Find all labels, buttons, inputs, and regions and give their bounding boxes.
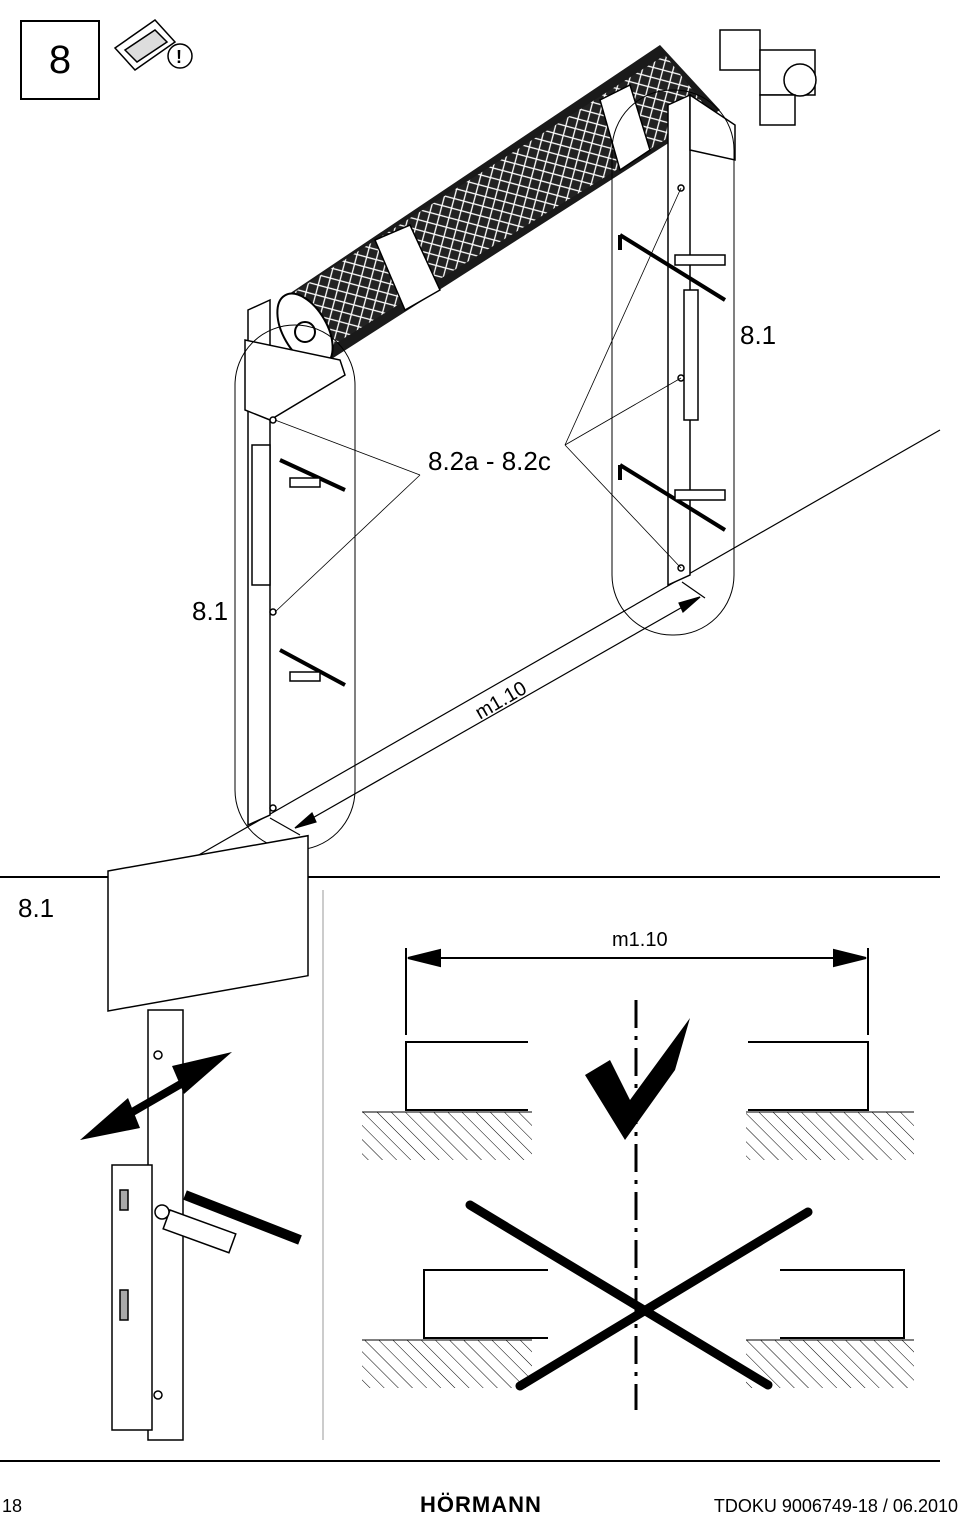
detail-label-8-1: 8.1 — [18, 893, 55, 923]
dimension-label-detail: m1.10 — [612, 929, 668, 951]
label-8-1-right: 8.1 — [740, 320, 777, 350]
step-number-box: 8 — [20, 20, 100, 100]
section-divider — [0, 876, 940, 878]
cross-mark-icon — [465, 1200, 813, 1391]
left-guide-rail — [244, 298, 346, 827]
page-number: 18 — [2, 1496, 23, 1516]
label-8-2a-8-2c: 8.2a - 8.2c — [428, 446, 551, 476]
right-guide-rail — [618, 93, 736, 587]
roller-drum — [276, 45, 720, 368]
brand-logo: HÖRMANN — [420, 1492, 542, 1517]
label-8-1-left: 8.1 — [192, 596, 229, 626]
check-mark-icon — [585, 1018, 690, 1140]
document-reference: TDOKU 9006749-18 / 06.2010 — [713, 1496, 958, 1516]
footer-divider — [0, 1460, 940, 1462]
drive-motor — [719, 29, 817, 126]
step-number: 8 — [48, 37, 72, 82]
